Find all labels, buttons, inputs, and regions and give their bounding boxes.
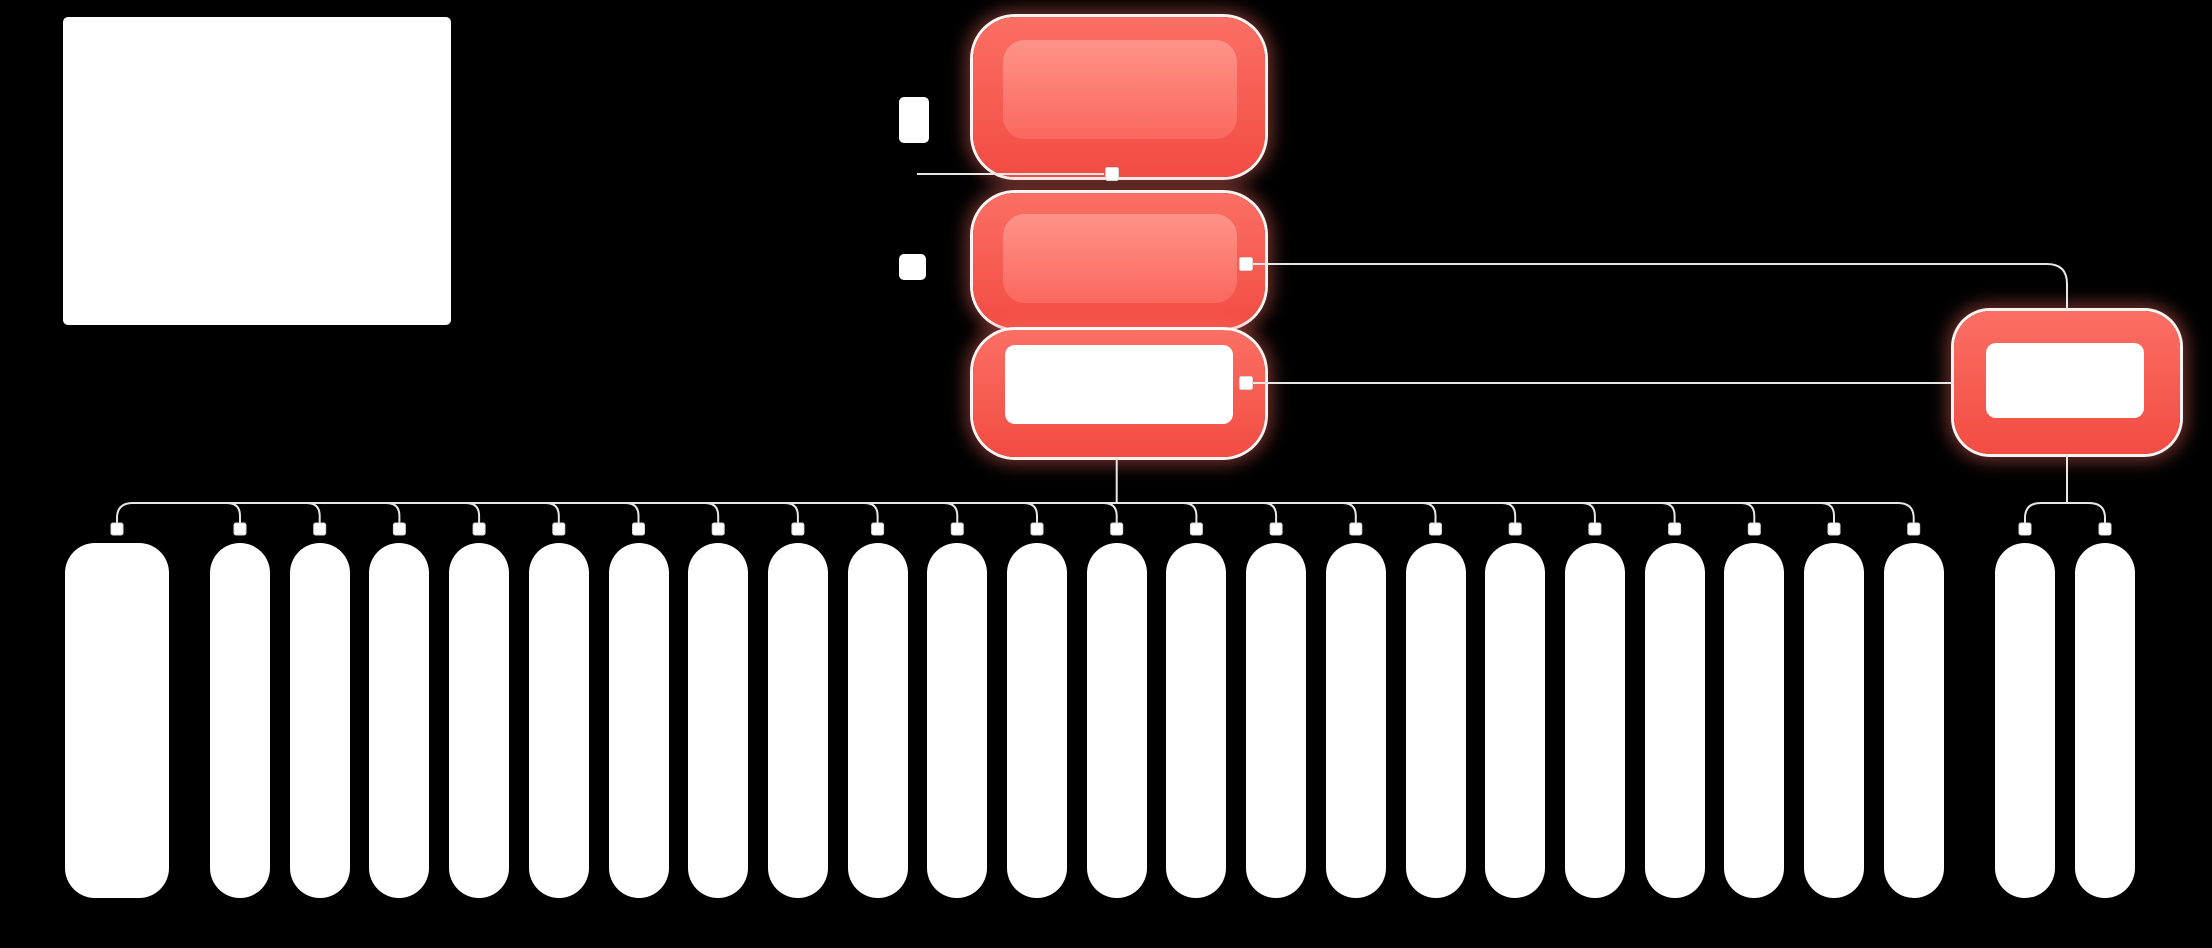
right-child-node-1[interactable] <box>1995 543 2055 898</box>
child-node-7[interactable] <box>608 543 669 898</box>
right-child-node-2[interactable] <box>2075 543 2135 898</box>
child-node-13[interactable] <box>1086 543 1147 898</box>
connector-anchor[interactable] <box>1269 522 1283 536</box>
child-node-16[interactable] <box>1325 543 1386 898</box>
connector-line <box>625 502 640 523</box>
connector-line <box>1253 263 2068 309</box>
connector-anchor[interactable] <box>1429 522 1442 536</box>
connector-line <box>784 502 799 523</box>
connector-anchor[interactable] <box>1907 522 1921 536</box>
small-white-node-bottom[interactable] <box>899 254 926 280</box>
topic-node-3-text-field[interactable] <box>1005 345 1233 424</box>
child-node-9[interactable] <box>767 543 828 898</box>
connector-line <box>1103 502 1118 523</box>
connector-line <box>116 502 1915 523</box>
connector-anchor[interactable] <box>392 522 406 536</box>
topic-node-1[interactable] <box>973 17 1265 177</box>
connector-anchor[interactable] <box>552 522 566 536</box>
connector-anchor[interactable] <box>313 522 327 536</box>
connector-line <box>1661 502 1676 523</box>
child-node-17[interactable] <box>1405 543 1466 898</box>
child-node-12[interactable] <box>1007 543 1067 898</box>
child-node-3[interactable] <box>289 543 350 898</box>
topic-node-2[interactable] <box>973 193 1265 328</box>
connector-line <box>1023 502 1038 523</box>
connector-line <box>705 502 720 523</box>
child-node-14[interactable] <box>1166 543 1227 898</box>
child-node-8[interactable] <box>688 543 749 898</box>
topic-node-2-highlight <box>1003 214 1237 303</box>
connector-anchor[interactable] <box>871 522 885 536</box>
child-node-5[interactable] <box>449 543 510 898</box>
connector-anchor[interactable] <box>1110 522 1124 536</box>
child-node-1[interactable] <box>65 543 169 898</box>
child-node-2[interactable] <box>210 543 270 898</box>
child-node-10[interactable] <box>847 543 908 898</box>
connector-line <box>1342 502 1357 523</box>
connector-line <box>1581 502 1596 523</box>
topic-node-1-highlight <box>1003 40 1237 139</box>
connector-anchor[interactable] <box>233 522 247 536</box>
connector-line <box>1183 502 1198 523</box>
large-white-node[interactable] <box>63 17 451 325</box>
connector-anchor[interactable] <box>711 522 725 536</box>
child-node-21[interactable] <box>1724 543 1785 898</box>
connector-anchor[interactable] <box>791 522 805 536</box>
small-white-node-top[interactable] <box>899 97 929 143</box>
connector-line <box>306 502 321 523</box>
connector-line <box>466 502 481 523</box>
connector-line <box>545 502 560 523</box>
connector-line <box>1502 502 1517 523</box>
connector-anchor[interactable] <box>950 522 964 536</box>
connector-line <box>226 502 241 523</box>
connector-anchor[interactable] <box>2098 522 2112 536</box>
child-node-23[interactable] <box>1883 543 1944 898</box>
child-node-6[interactable] <box>528 543 589 898</box>
child-node-11[interactable] <box>927 543 988 898</box>
child-node-15[interactable] <box>1246 543 1307 898</box>
child-node-20[interactable] <box>1644 543 1705 898</box>
connector-line <box>2024 502 2106 523</box>
connector-line <box>1820 502 1835 523</box>
connector-anchor[interactable] <box>1588 522 1602 536</box>
connector-line <box>944 502 959 523</box>
child-node-22[interactable] <box>1804 543 1864 898</box>
connector-line <box>1263 502 1278 523</box>
connector-anchor[interactable] <box>110 522 124 536</box>
topic-node-right[interactable] <box>1954 311 2180 454</box>
connector-anchor[interactable] <box>2018 522 2032 536</box>
connector-anchor[interactable] <box>1747 522 1761 536</box>
topic-node-3[interactable] <box>973 330 1265 457</box>
connector-line <box>386 502 401 523</box>
connector-anchor[interactable] <box>1827 522 1841 536</box>
connector-line <box>1422 502 1437 523</box>
connector-anchor[interactable] <box>1349 522 1363 536</box>
child-node-4[interactable] <box>369 543 430 898</box>
connector-anchor[interactable] <box>1030 522 1044 536</box>
connector-anchor[interactable] <box>1668 522 1682 536</box>
child-node-18[interactable] <box>1485 543 1546 898</box>
connector-anchor[interactable] <box>1508 522 1522 536</box>
connector-line <box>864 502 879 523</box>
child-node-19[interactable] <box>1564 543 1625 898</box>
connector-anchor[interactable] <box>1189 522 1203 536</box>
connector-anchor[interactable] <box>472 522 486 536</box>
connector-anchor[interactable] <box>632 522 645 536</box>
topic-node-right-text-field[interactable] <box>1986 343 2144 418</box>
connector-line <box>1741 502 1756 523</box>
